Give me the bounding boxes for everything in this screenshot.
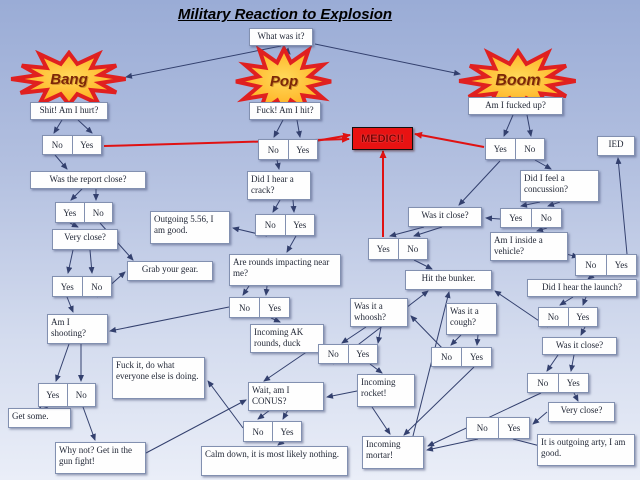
node-get-some: Get some.	[8, 408, 71, 428]
node-hear-launch: Did I hear the launch?	[527, 279, 637, 297]
option-yes: Yes	[272, 422, 301, 441]
decision-impacting: No Yes	[229, 297, 290, 318]
option-no: No	[441, 352, 452, 362]
option-yes: Yes	[497, 418, 530, 438]
decision-conus: No Yes	[243, 421, 302, 442]
option-no: No	[476, 423, 488, 433]
option-yes: Yes	[63, 207, 77, 218]
node-concussion: Did I feel a concussion?	[520, 170, 599, 202]
node-calm-down: Calm down, it is most likely nothing.	[201, 446, 348, 476]
node-hear-crack: Did I hear a crack?	[247, 171, 311, 200]
option-yes: Yes	[284, 215, 315, 235]
node-am-i-hit: Fuck! Am I hit?	[249, 102, 321, 120]
node-incoming-ak: Incoming AK rounds, duck	[250, 324, 324, 353]
option-no: No	[264, 220, 276, 230]
node-inside-vehicle: Am I inside a vehicle?	[490, 232, 568, 261]
node-very-close-2: Very close?	[548, 402, 615, 422]
decision-very-close: Yes No	[52, 276, 112, 297]
decision-close-center: Yes No	[368, 238, 428, 260]
medic-box: MEDIC!!	[352, 127, 413, 150]
bang-starburst: Bang	[10, 50, 128, 108]
option-no: No	[327, 349, 339, 359]
option-no: No	[514, 139, 545, 159]
decision-close-right: No Yes	[527, 373, 589, 393]
node-gun-fight: Why not? Get in the gun fight!	[55, 442, 146, 474]
option-yes: Yes	[567, 308, 598, 326]
decision-shooting: Yes No	[38, 383, 96, 407]
node-what-was-it: What was it?	[249, 28, 313, 46]
node-hit-bunker: Hit the bunker.	[405, 270, 492, 290]
page-title: Military Reaction to Explosion	[177, 6, 393, 23]
option-no: No	[83, 203, 113, 222]
node-was-it-close-right: Was it close?	[542, 337, 617, 355]
node-whoosh: Was it a whoosh?	[350, 298, 408, 327]
node-fuck-it: Fuck it, do what everyone else is doing.	[112, 357, 205, 399]
node-incoming-mortar: Incoming mortar!	[362, 436, 424, 469]
option-no: No	[537, 378, 549, 388]
node-was-it-close-center: Was it close?	[408, 207, 482, 227]
option-no: No	[397, 239, 428, 259]
node-am-i-fucked-up: Am I fucked up?	[468, 97, 563, 115]
option-yes: Yes	[461, 348, 491, 366]
node-am-i-conus: Wait, am I CONUS?	[248, 382, 324, 411]
decision-hit: No Yes	[258, 139, 318, 160]
option-no: No	[252, 426, 264, 437]
option-yes: Yes	[259, 298, 289, 317]
node-cough: Was it a cough?	[446, 303, 497, 335]
decision-concussion: Yes No	[500, 208, 562, 228]
node-very-close: Very close?	[52, 229, 118, 250]
option-yes: Yes	[605, 255, 637, 275]
option-no: No	[267, 144, 279, 155]
decision-launch: No Yes	[538, 307, 598, 327]
node-outgoing-arty: It is outgoing arty, I am good.	[537, 434, 635, 466]
node-am-i-shooting: Am I shooting?	[47, 314, 108, 344]
decision-cough: No Yes	[431, 347, 492, 367]
option-no: No	[51, 140, 63, 150]
decision-report-close: Yes No	[55, 202, 113, 223]
option-yes: Yes	[347, 345, 378, 363]
node-rounds-impacting: Are rounds impacting near me?	[229, 254, 341, 286]
option-yes: Yes	[287, 140, 318, 159]
option-yes: Yes	[509, 213, 523, 223]
option-no: No	[81, 277, 112, 296]
node-grab-gear: Grab your gear.	[127, 261, 213, 281]
node-ied: IED	[597, 136, 635, 156]
option-no: No	[547, 312, 559, 322]
option-yes: Yes	[376, 244, 390, 254]
decision-whoosh: No Yes	[318, 344, 378, 364]
option-no: No	[585, 260, 597, 270]
option-yes: Yes	[71, 136, 102, 154]
decision-crack: No Yes	[255, 214, 315, 236]
node-incoming-rocket: Incoming rocket!	[357, 374, 415, 407]
option-no: No	[530, 209, 562, 227]
decision-fucked-up: Yes No	[485, 138, 545, 160]
option-yes: Yes	[493, 144, 507, 154]
decision-very-close-2: No Yes	[466, 417, 530, 439]
option-no: No	[239, 302, 250, 313]
node-am-i-hurt: Shit! Am I hurt?	[30, 102, 108, 120]
pop-label: Pop	[269, 73, 299, 90]
boom-label: Boom	[495, 72, 541, 89]
node-report-close: Was the report close?	[30, 171, 146, 189]
node-outgoing-556: Outgoing 5.56, I am good.	[150, 211, 230, 244]
bang-label: Bang	[50, 70, 88, 88]
option-yes: Yes	[60, 281, 74, 292]
option-yes: Yes	[557, 374, 589, 392]
option-no: No	[66, 384, 96, 406]
decision-vehicle: No Yes	[575, 254, 637, 276]
option-yes: Yes	[46, 390, 60, 400]
decision-hurt: No Yes	[42, 135, 102, 155]
